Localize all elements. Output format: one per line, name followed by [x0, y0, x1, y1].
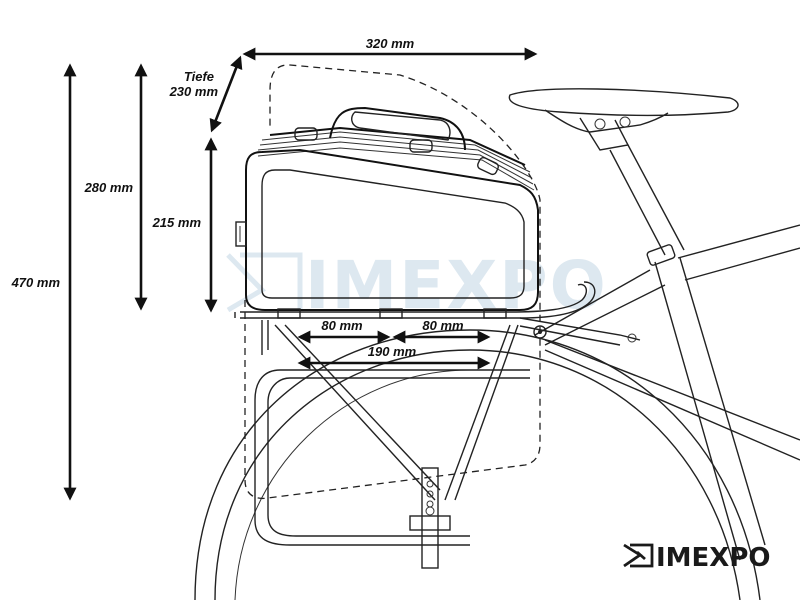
- brand-logo-icon: [623, 543, 654, 568]
- watermark: IMEXPO: [226, 247, 608, 324]
- watermark-logo-icon: [226, 252, 303, 313]
- watermark-text: IMEXPO: [305, 247, 608, 324]
- height-bag-label: 215 mm: [152, 215, 202, 230]
- width-label: 320 mm: [366, 36, 415, 51]
- trunk-bag: [235, 106, 539, 319]
- bicycle-frame: [533, 144, 800, 561]
- depth-label: 230 mm: [169, 84, 219, 99]
- dimension-labels: 320 mm Tiefe 230 mm 280 mm 215 mm 470 mm…: [11, 36, 464, 359]
- height-outer-label: 280 mm: [84, 180, 134, 195]
- saddle: [508, 88, 739, 151]
- rear-rack: [234, 281, 641, 569]
- spacing-total-label: 190 mm: [368, 344, 417, 359]
- dimension-arrows: [63, 47, 538, 501]
- expanded-outline: [244, 64, 541, 500]
- brand-logo-text: IMEXPO: [656, 543, 771, 573]
- depth-title-label: Tiefe: [184, 69, 214, 84]
- depth-arrow: [209, 55, 243, 133]
- height-total-label: 470 mm: [11, 275, 61, 290]
- brand-logo: IMEXPO: [623, 543, 771, 573]
- spacing-left-label: 80 mm: [321, 318, 363, 333]
- spacing-right-label: 80 mm: [422, 318, 464, 333]
